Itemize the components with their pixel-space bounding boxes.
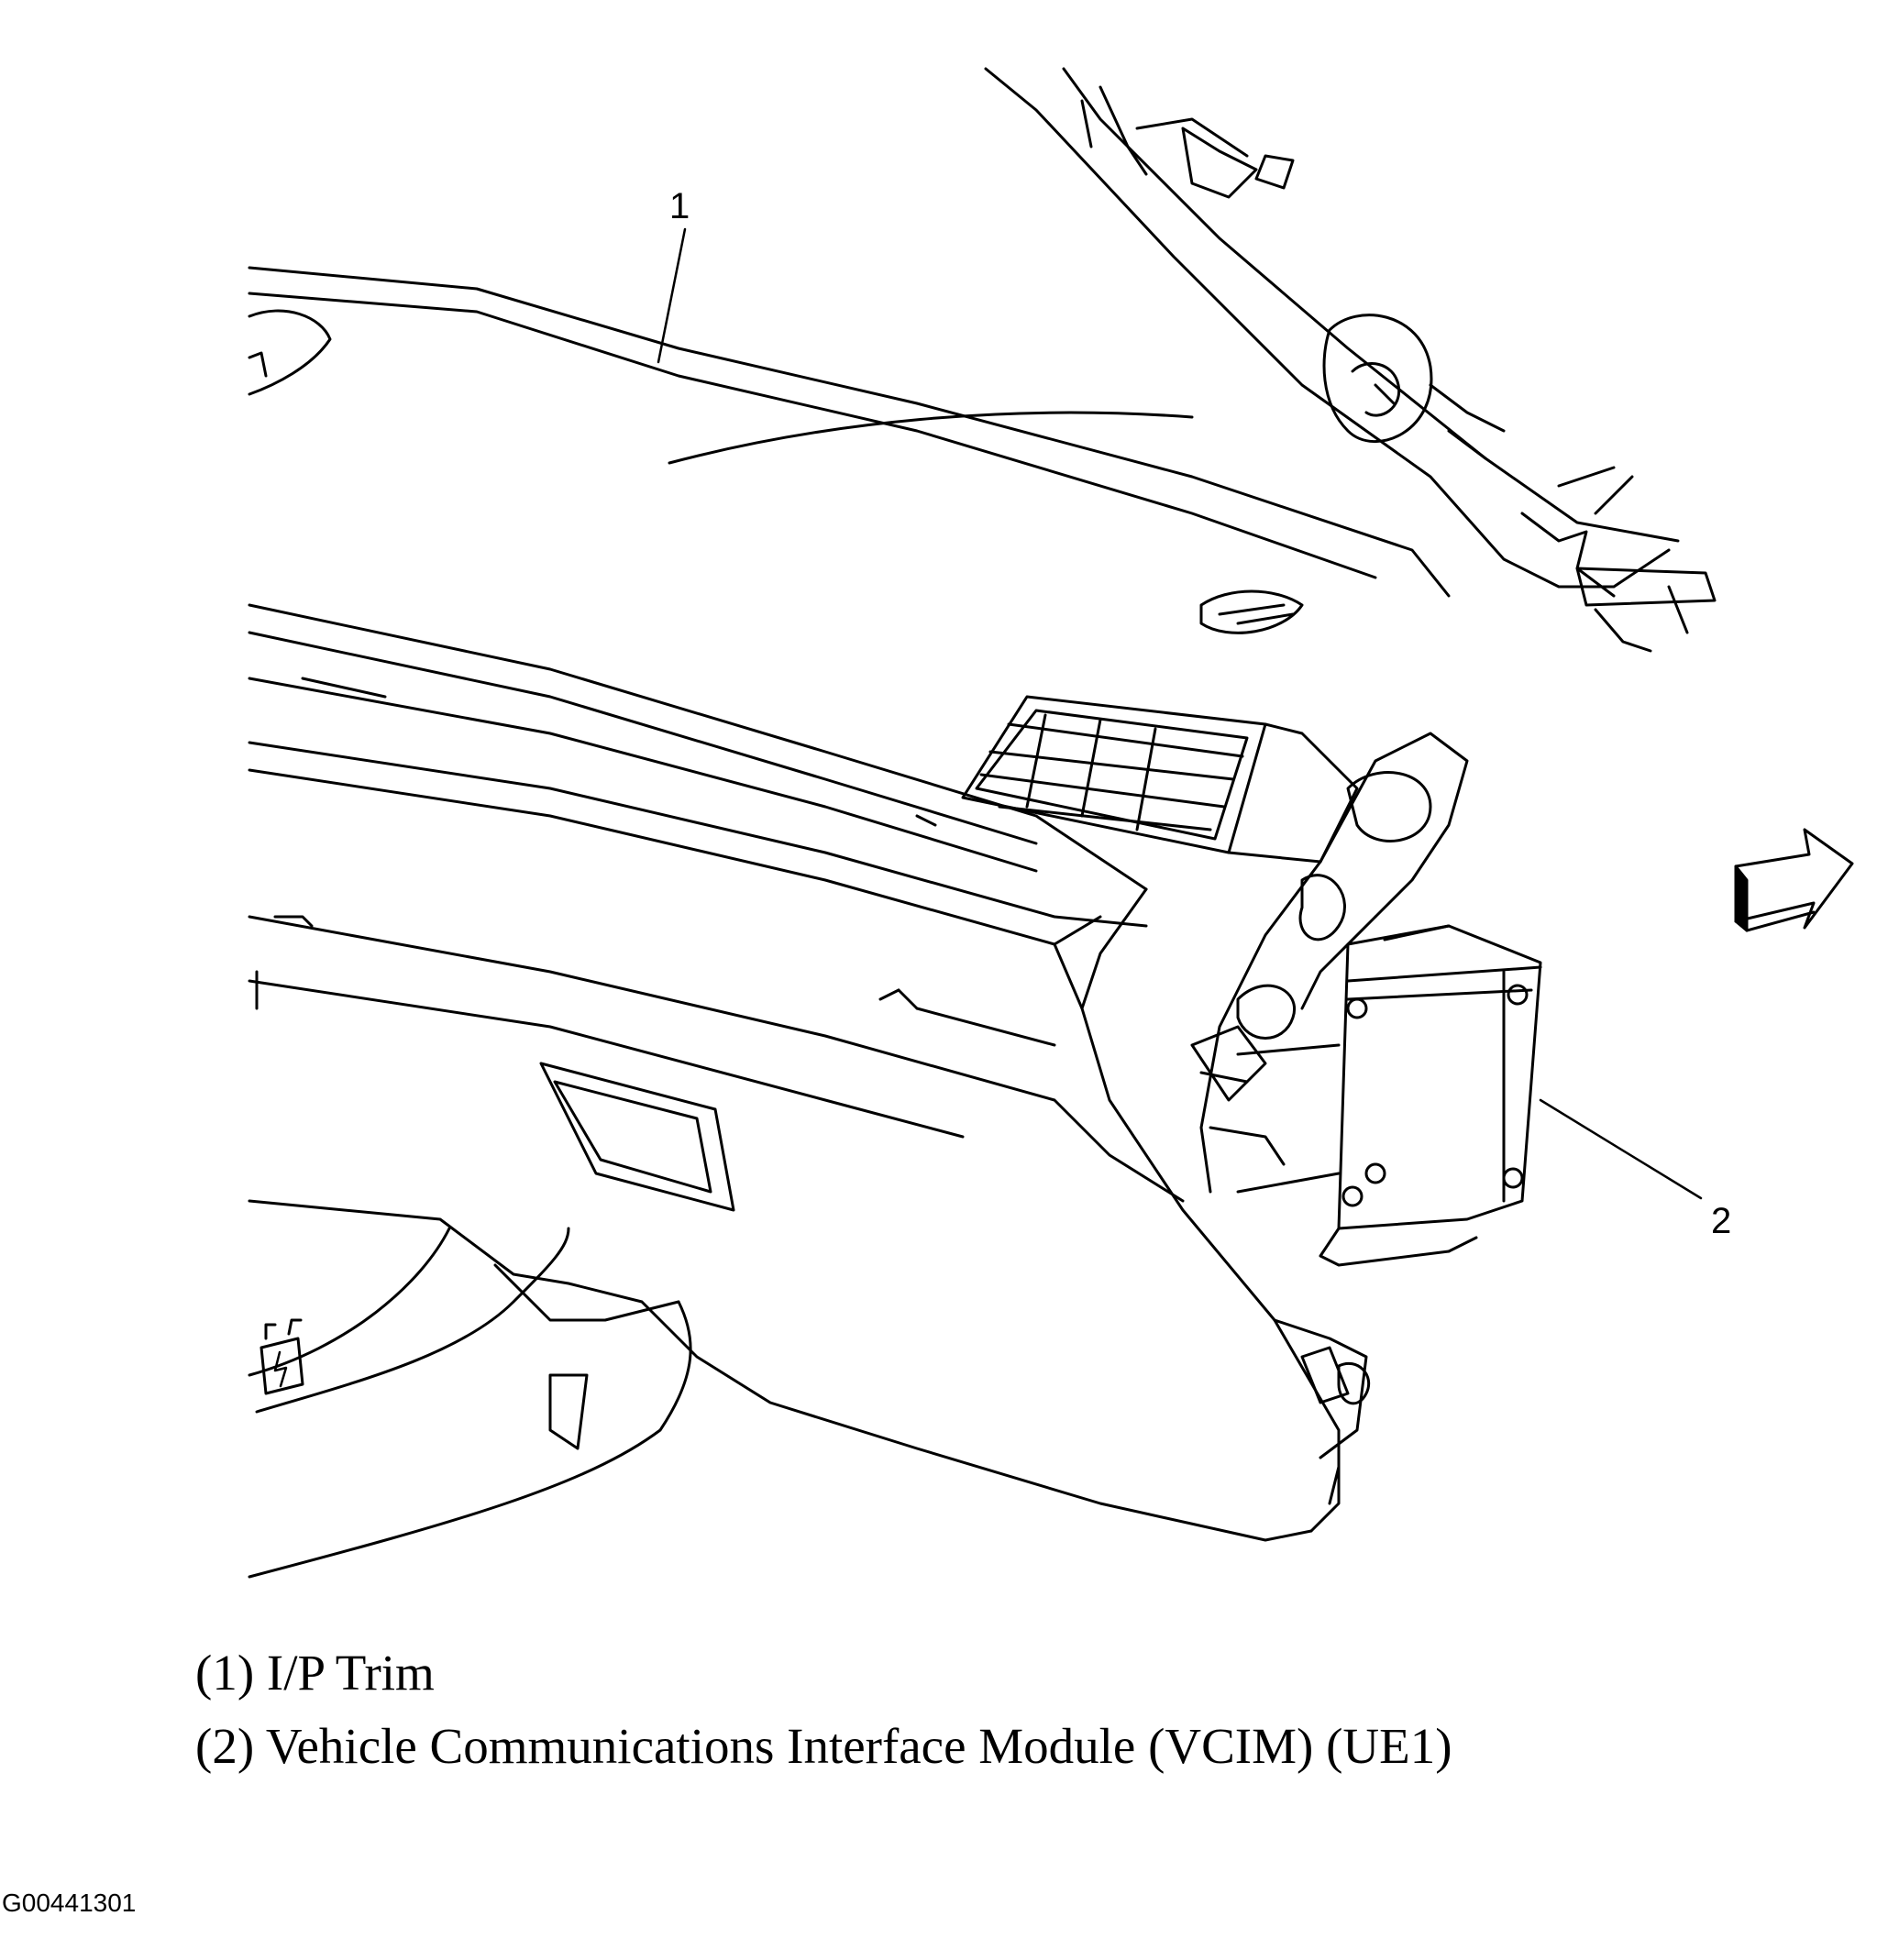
vcim-module [1236, 924, 1542, 1267]
legend-item-1: (1) I/P Trim [195, 1645, 435, 1701]
callout-label-2: 2 [1711, 1201, 1732, 1241]
figure-id-label: G00441301 [2, 1888, 137, 1917]
ip-trim-middle-surface [248, 603, 1148, 946]
callout-label-1: 1 [669, 186, 690, 226]
instrument-panel-illustration [248, 67, 1854, 1579]
leader-line-2 [1539, 1098, 1703, 1200]
view-direction-arrow-icon [1734, 828, 1854, 932]
a-pillar-trim [984, 67, 1717, 653]
battery-symbol-icon [259, 1318, 304, 1395]
legend-item-2: (2) Vehicle Communications Interface Mod… [195, 1718, 1452, 1774]
dash-end-cap [1190, 732, 1469, 1194]
leader-line-1 [657, 227, 687, 364]
glovebox-panel [248, 887, 1371, 1579]
air-vent [961, 695, 1359, 864]
ip-trim-top-surface [248, 266, 1451, 634]
callout-leader-lines [657, 227, 1703, 1200]
